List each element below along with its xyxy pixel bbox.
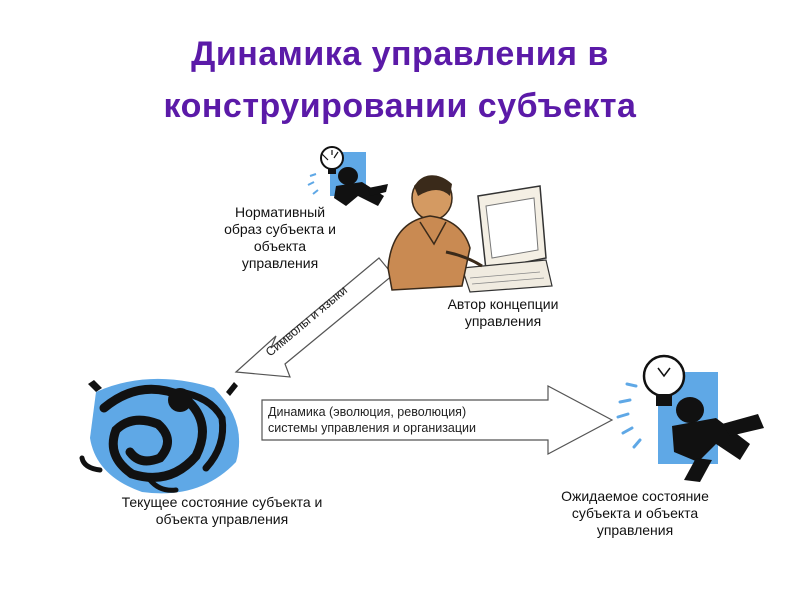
title-line-1: Динамика управления в bbox=[191, 35, 609, 73]
slide-title: Динамика управления в конструировании су… bbox=[60, 28, 740, 132]
dynamics-arrow-label-2: системы управления и организации bbox=[268, 421, 476, 435]
title-line-2: конструировании субъекта bbox=[163, 87, 637, 125]
normative-image-label: Нормативный образ субъекта и объекта упр… bbox=[224, 204, 336, 271]
top-lightbulb-thinker-icon bbox=[307, 146, 388, 206]
dynamics-arrow-label-1: Динамика (эволюция, революция) bbox=[268, 405, 466, 419]
symbols-arrow: Символы и языки bbox=[234, 257, 394, 378]
dynamics-arrow: Динамика (эволюция, революция) системы у… bbox=[261, 385, 614, 455]
dynamics-arrow-shape bbox=[261, 385, 614, 455]
expected-lightbulb-thinker-icon bbox=[616, 354, 764, 482]
tangled-person-icon bbox=[79, 378, 240, 494]
person-at-computer-icon bbox=[387, 175, 553, 293]
current-state-label: Текущее состояние субъекта и объекта упр… bbox=[121, 494, 323, 527]
author-label: Автор концепции управления bbox=[447, 296, 559, 329]
symbols-arrow-shape bbox=[234, 257, 394, 378]
expected-state-label: Ожидаемое состояние субъекта и объекта у… bbox=[561, 488, 709, 538]
